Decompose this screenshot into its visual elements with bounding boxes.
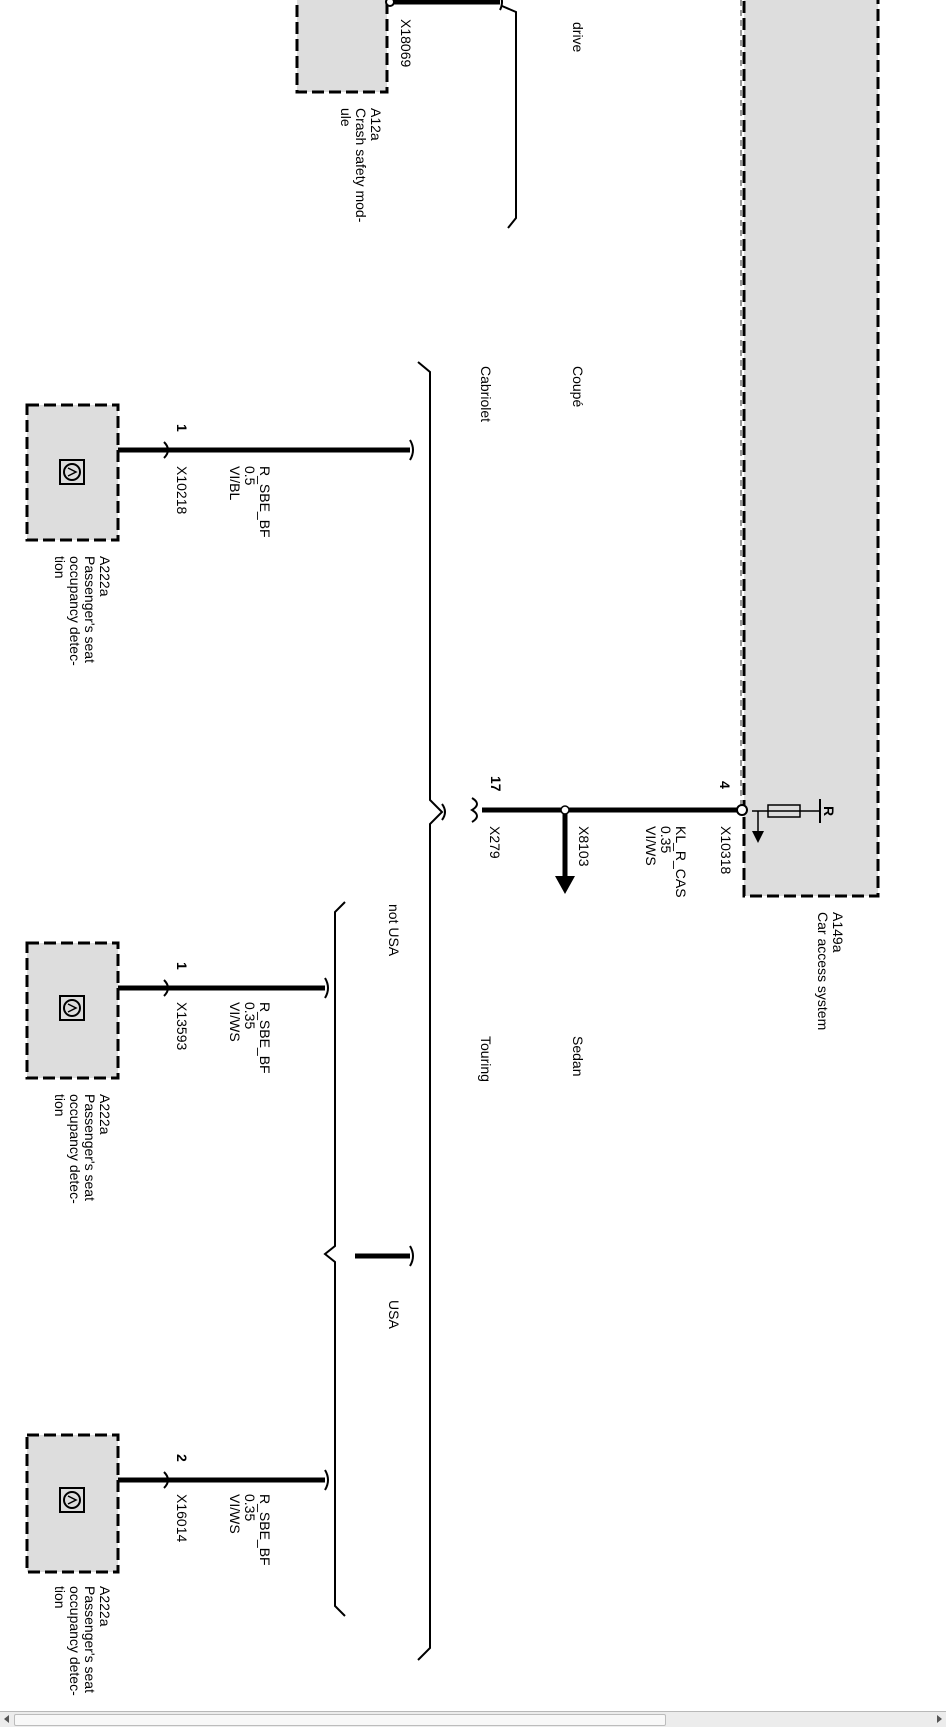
seat-sensor-icon (59, 459, 85, 485)
sensor-2-connector: X13593 (174, 1002, 190, 1051)
x279-label: X279 (487, 826, 503, 859)
sensor-2-name-2: occupancy detec- (67, 1094, 83, 1204)
sensor-2-pin: 1 (174, 962, 190, 970)
variant-usa-label: USA (386, 1300, 402, 1329)
sensor-1-connector: X10218 (174, 466, 190, 515)
sensor-3-gauge: 0.35 (242, 1494, 258, 1522)
seat-sensor-icon (59, 995, 85, 1021)
sensor-2-signal: R_SBE_BF (257, 1002, 273, 1074)
car-access-system-box[interactable] (742, 0, 880, 898)
crash-module-connector: X18069 (398, 19, 414, 68)
sensor-2-name-3: tion (52, 1094, 68, 1117)
cas-connector: X10318 (718, 826, 734, 875)
seat-sensor-icon (59, 1487, 85, 1513)
sensor-3-connector: X16014 (174, 1494, 190, 1543)
scroll-left-icon[interactable] (4, 1715, 9, 1723)
horizontal-scrollbar[interactable] (0, 1711, 946, 1727)
variant-sedan-label: Sedan (570, 1036, 586, 1077)
sensor-1-name-2: occupancy detec- (67, 556, 83, 666)
sensor-2-color: VI/WS (227, 1002, 243, 1042)
sensor-2-name-1: Passenger's seat (82, 1094, 98, 1201)
sensor-1-gauge: 0.5 (242, 466, 258, 486)
sensor-3-name-2: occupancy detec- (67, 1586, 83, 1696)
crash-safety-module-box[interactable] (295, 0, 389, 94)
crash-module-id: A12a (368, 108, 384, 141)
sensor-2-gauge: 0.35 (242, 1002, 258, 1030)
resistor-r-label: R (821, 806, 837, 817)
sensor-1-wire-end (409, 439, 414, 461)
sensor-3-name-1: Passenger's seat (82, 1586, 98, 1693)
sensor-1-pin: 1 (174, 424, 190, 432)
cas-pin-label: 4 (717, 781, 733, 789)
main-brace-arrow (441, 803, 446, 821)
crash-module-wire-end (499, 0, 503, 11)
kl-r-cas-signal: KL_R_CAS (673, 826, 689, 898)
usa-wire-end (409, 1245, 414, 1267)
down-arrow-icon (752, 831, 764, 843)
crash-module-name-2: ule (338, 108, 354, 127)
sensor-3-wire-end (324, 1469, 329, 1491)
sensor-2-connector-mark (163, 979, 169, 997)
cas-id: A149a (830, 912, 846, 953)
variant-cabriolet-label: Cabriolet (478, 366, 494, 423)
sensor-3-name-3: tion (52, 1586, 68, 1609)
scrollbar-thumb[interactable] (14, 1714, 666, 1726)
sensor-1-name-1: Passenger's seat (82, 556, 98, 663)
variant-drive-label: drive (570, 22, 586, 53)
sensor-2-wire-end (324, 977, 329, 999)
x8103-label: X8103 (576, 826, 592, 867)
main-variant-brace (417, 361, 444, 1661)
x279-connector-mark (470, 797, 478, 823)
scroll-right-icon[interactable] (937, 1715, 942, 1723)
cas-pin-4[interactable] (736, 804, 748, 816)
x8103-arrow-icon (555, 876, 575, 894)
cas-name: Car access system (815, 912, 831, 1031)
variant-coupe-label: Coupé (570, 366, 586, 408)
crash-module-pin (385, 0, 395, 7)
not-usa-brace (323, 901, 346, 1617)
crash-module-name-1: Crash safety mod- (353, 108, 369, 223)
sensor-3-box[interactable] (25, 1433, 120, 1574)
kl-r-cas-gauge: 0.35 (658, 826, 674, 854)
sensor-1-connector-mark (163, 441, 169, 459)
sensor-2-id: A222a (97, 1094, 113, 1135)
sensor-3-signal: R_SBE_BF (257, 1494, 273, 1566)
sensor-3-connector-mark (163, 1471, 169, 1489)
junction-dot (560, 805, 570, 815)
sensor-1-box[interactable] (25, 403, 120, 542)
sensor-3-color: VI/WS (227, 1494, 243, 1534)
kl-r-cas-color: VI/WS (643, 826, 659, 866)
drive-brace (501, 5, 517, 229)
resistor-icon (767, 804, 801, 818)
variant-touring-label: Touring (478, 1036, 494, 1082)
x279-pin-label: 17 (488, 776, 504, 792)
sensor-1-id: A222a (97, 556, 113, 597)
variant-not-usa-label: not USA (386, 904, 402, 957)
sensor-1-name-3: tion (52, 556, 68, 579)
sensor-1-signal: R_SBE_BF (257, 466, 273, 538)
sensor-3-id: A222a (97, 1586, 113, 1627)
sensor-1-color: VI/BL (227, 466, 243, 501)
sensor-3-pin: 2 (174, 1454, 190, 1462)
